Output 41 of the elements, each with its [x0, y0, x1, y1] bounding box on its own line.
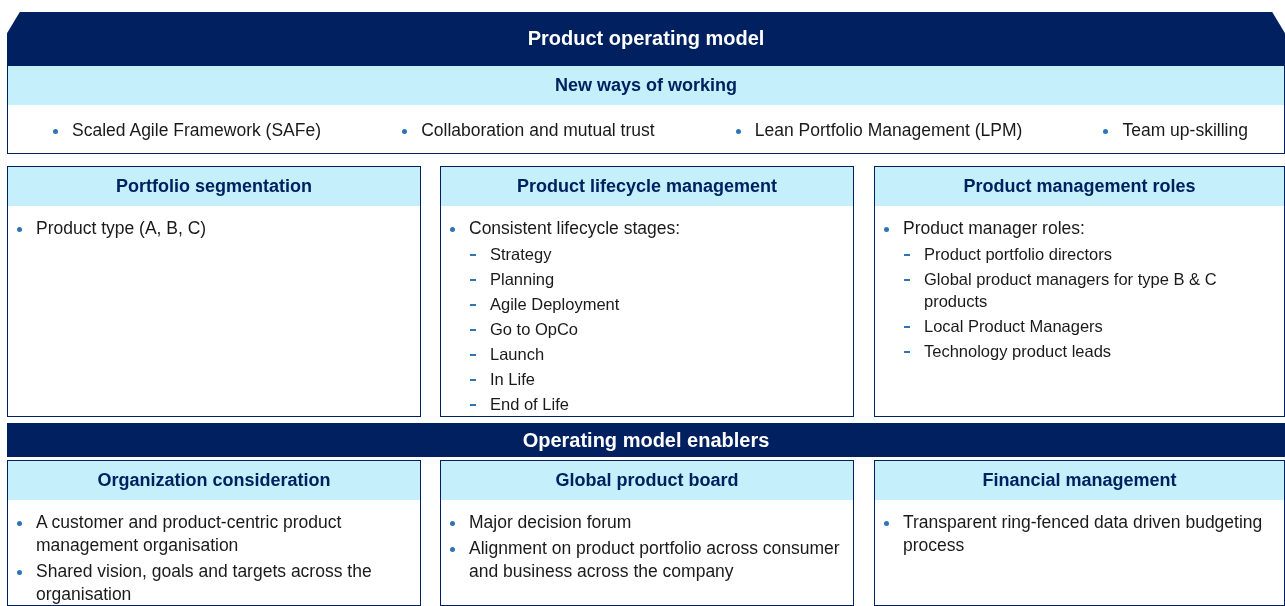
bullet-text: Product type (A, B, C) — [36, 218, 207, 238]
bullet-text: Shared vision, goals and targets across the organisation — [36, 561, 372, 604]
sub-bullet-text: Technology product leads — [924, 342, 1112, 360]
sub-bullet-text: Global product managers for type B & C products — [924, 270, 1217, 310]
content-panel — [7, 460, 421, 606]
bullet-text: Major decision forum — [469, 512, 632, 532]
content-panel — [7, 65, 1285, 154]
content-panel — [874, 460, 1285, 606]
bullet-text: Product manager roles: — [903, 218, 1085, 238]
sub-bullet-text: Agile Deployment — [490, 295, 620, 313]
sub-bullet-text: Planning — [490, 270, 555, 288]
sub-bullet-text: Go to OpCo — [490, 320, 579, 338]
bullet-text: Scaled Agile Framework (SAFe) — [72, 120, 322, 140]
panel-heading: Product lifecycle management — [441, 167, 853, 206]
content-panel — [440, 166, 854, 417]
banner-title: Product operating model — [527, 27, 765, 50]
bullet-text: Lean Portfolio Management (LPM) — [754, 120, 1023, 140]
sub-bullet-text: Local Product Managers — [924, 317, 1103, 335]
content-panel — [874, 166, 1285, 417]
sub-bullet-text: Strategy — [490, 245, 552, 263]
panel-heading: Financial management — [875, 461, 1284, 500]
bullet-text: Team up-skilling — [1122, 120, 1248, 140]
sub-bullet-text: In Life — [490, 370, 535, 388]
content-panel — [440, 460, 854, 606]
bullet-text: Collaboration and mutual trust — [421, 120, 655, 140]
bullet-text: Alignment on product portfolio across consumer and business across the company — [469, 538, 840, 581]
content-panel — [7, 166, 421, 417]
section-banner — [7, 12, 1285, 65]
panel-heading: Global product board — [441, 461, 853, 500]
sub-bullet-text: End of Life — [490, 395, 569, 413]
bullet-text: Consistent lifecycle stages: — [469, 218, 681, 238]
panel-heading: Organization consideration — [8, 461, 420, 500]
sub-bullet-text: Launch — [490, 345, 545, 363]
section-banner — [7, 423, 1285, 457]
bullet-text: A customer and product-centric product management organisation — [36, 512, 342, 555]
panel-heading: Portfolio segmentation — [8, 167, 420, 206]
bullet-text: Transparent ring-fenced data driven budgeting process — [903, 512, 1263, 555]
sub-bullet-text: Product portfolio directors — [924, 245, 1112, 263]
banner-title: Operating model enablers — [522, 428, 770, 452]
panel-heading: Product management roles — [875, 167, 1284, 206]
panel-heading: New ways of working — [8, 66, 1284, 105]
